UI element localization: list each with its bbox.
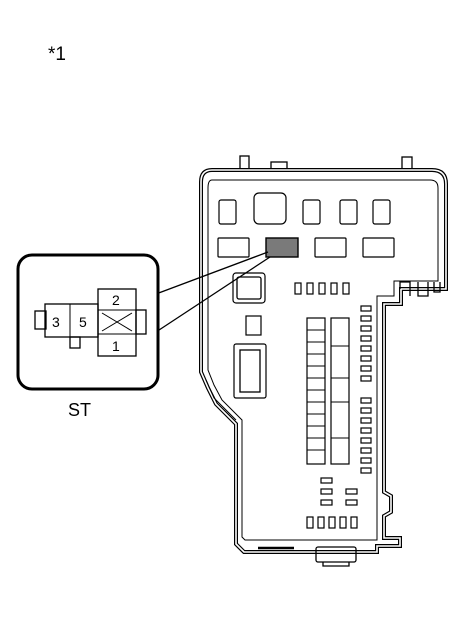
- small-slot: [245, 315, 262, 336]
- large-relay: [233, 343, 267, 399]
- st-relay-connector: [34, 288, 147, 357]
- reference-marker: *1: [48, 44, 66, 65]
- relay-square: [232, 272, 266, 304]
- callout-leader: [155, 251, 271, 333]
- relay-box-outline: [199, 155, 448, 567]
- lower-slots: [320, 477, 358, 506]
- mini-fuse-column: [360, 305, 372, 474]
- pin-5-label: 5: [79, 314, 87, 330]
- st-relay-location: [265, 237, 299, 258]
- mini-fuse-row-top: [294, 282, 350, 295]
- top-slot-row: [218, 192, 391, 225]
- second-slot-row: [217, 237, 395, 258]
- mini-fuse-row-bottom: [306, 516, 358, 529]
- fuse-grid: [306, 317, 350, 465]
- pin-3-label: 3: [52, 314, 60, 330]
- callout-label-st: ST: [68, 400, 91, 420]
- callout-bubble: [16, 253, 160, 391]
- pin-1-label: 1: [112, 338, 120, 354]
- pin-2-label: 2: [112, 292, 120, 308]
